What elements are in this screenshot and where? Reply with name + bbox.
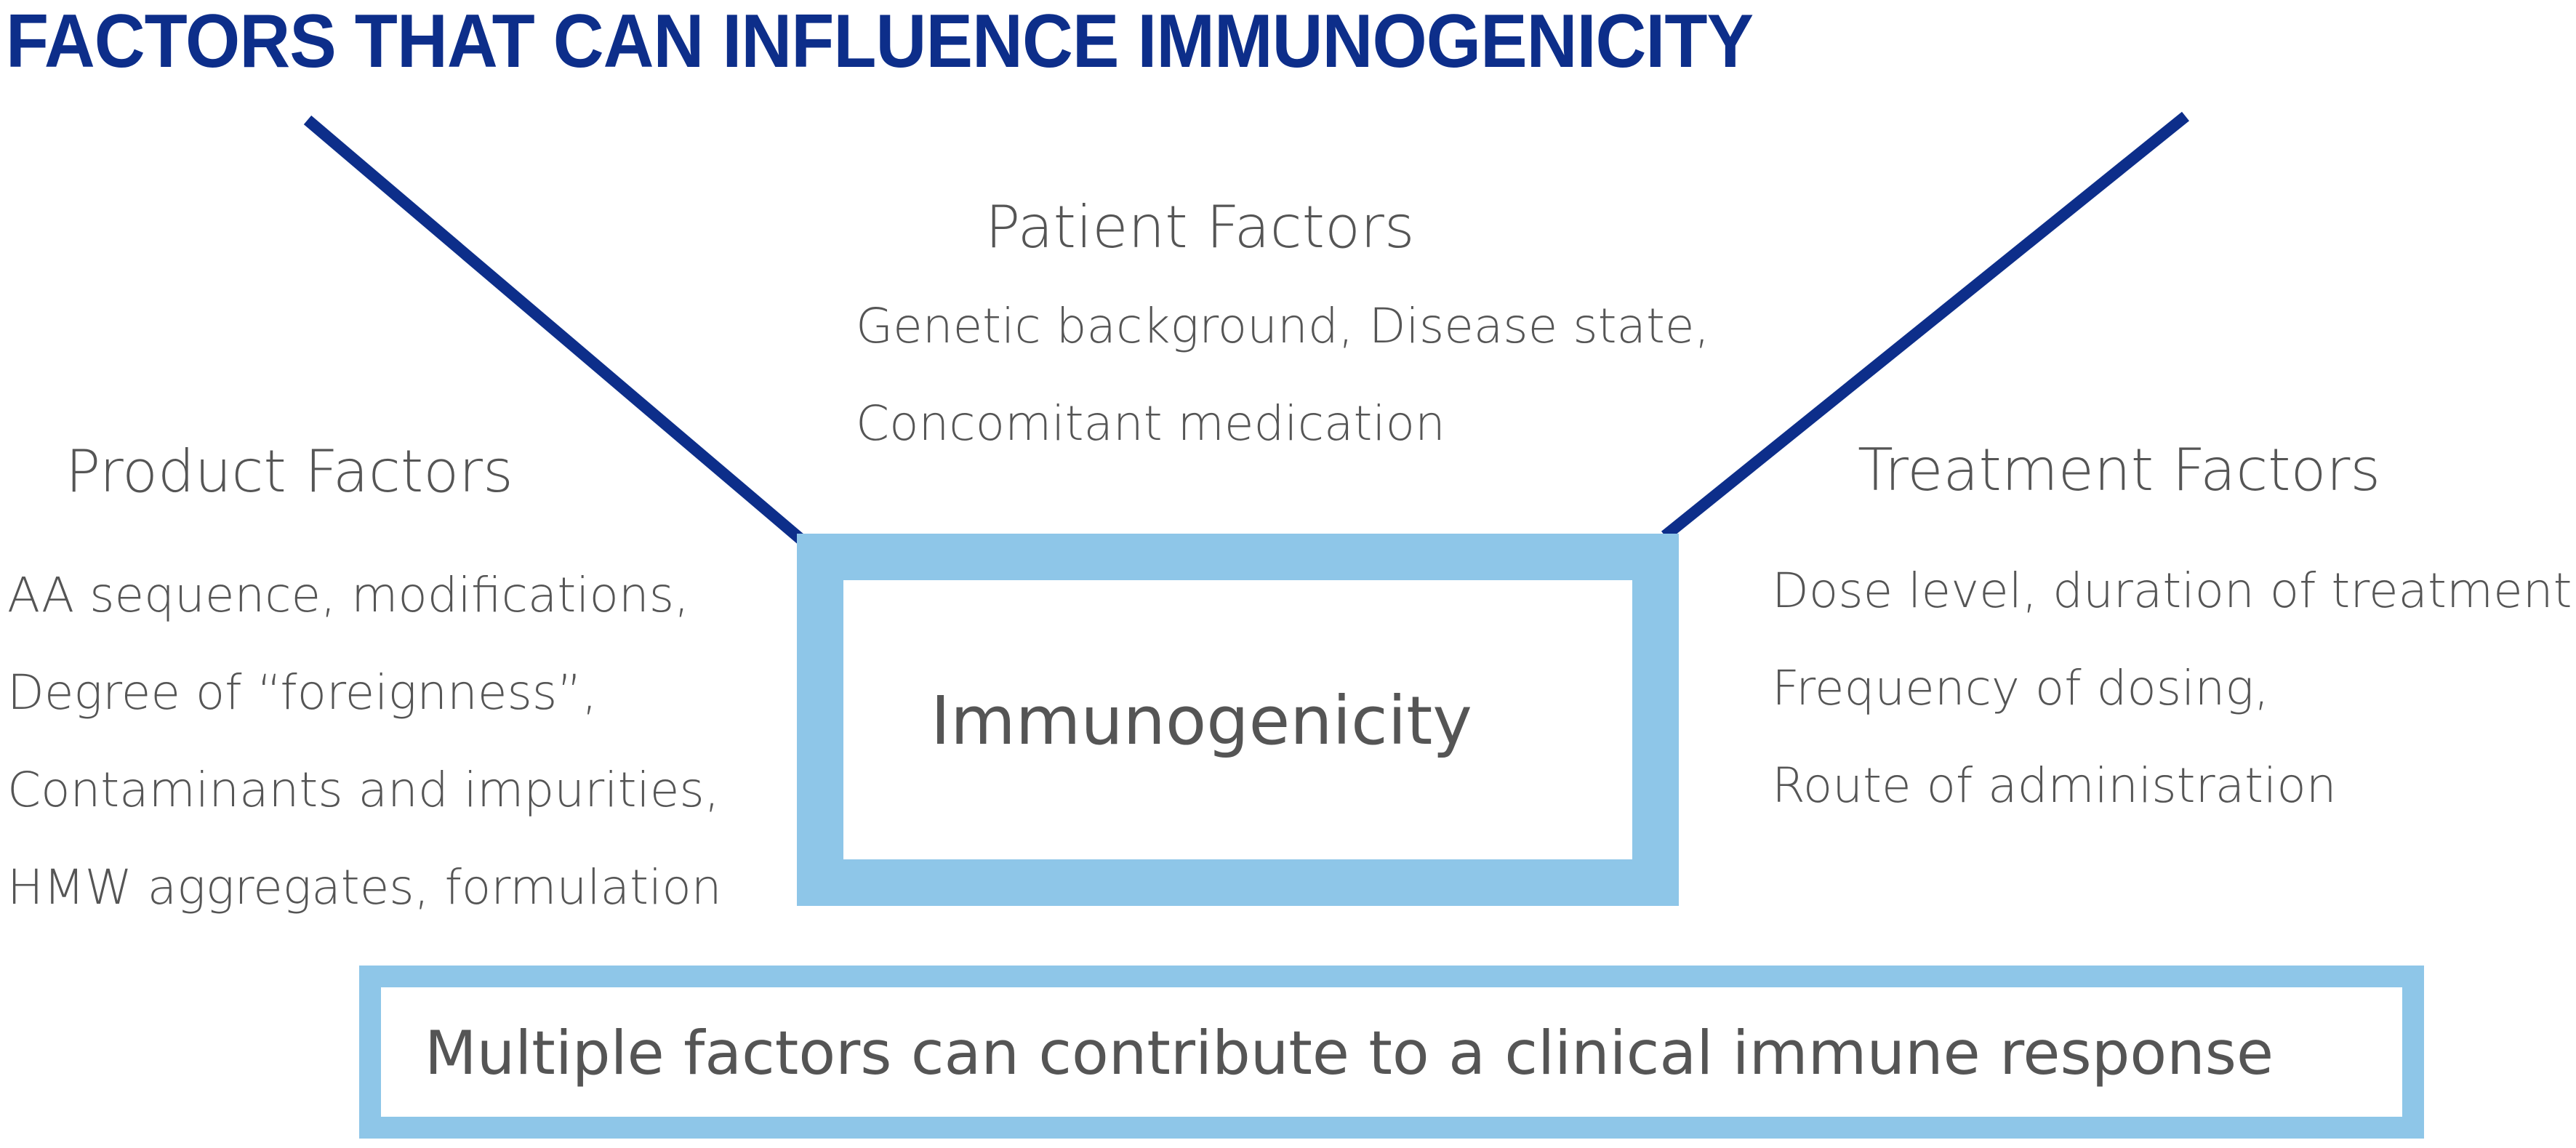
treatment-factors-list: Dose level, duration of treatment, Frequ… bbox=[1772, 542, 2576, 835]
patient-factors-list: Genetic background, Disease state, Conco… bbox=[856, 278, 1709, 473]
left-connector-line bbox=[303, 115, 806, 545]
treatment-factors-group: Treatment Factors bbox=[1858, 438, 2380, 503]
product-factors-list: AA sequence, modifications, Degree of “f… bbox=[7, 547, 722, 936]
treatment-factor-item: Dose level, duration of treatment, bbox=[1772, 563, 2576, 619]
patient-factors-group: Patient Factors bbox=[985, 195, 1415, 260]
product-factors-group: Product Factors bbox=[65, 439, 513, 505]
patient-factor-item: Genetic background, Disease state, bbox=[856, 298, 1710, 354]
patient-factor-item: Concomitant medication bbox=[856, 396, 1445, 451]
product-factor-item: Degree of “foreignness”, bbox=[7, 665, 598, 720]
product-factor-item: HMW aggregates, formulation bbox=[7, 859, 722, 915]
treatment-factor-item: Frequency of dosing, bbox=[1772, 660, 2269, 716]
product-factor-item: AA sequence, modifications, bbox=[7, 567, 690, 623]
immunogenicity-label: Immunogenicity bbox=[931, 682, 1472, 760]
right-connector-line bbox=[1661, 111, 2190, 541]
immunogenicity-box bbox=[797, 534, 1679, 906]
patient-factors-heading: Patient Factors bbox=[985, 193, 1415, 261]
treatment-factor-item: Route of administration bbox=[1772, 758, 2337, 814]
page-title: FACTORS THAT CAN INFLUENCE IMMUNOGENICIT… bbox=[6, 0, 1754, 84]
summary-box bbox=[359, 966, 2424, 1139]
product-factor-item: Contaminants and impurities, bbox=[7, 762, 720, 818]
product-factors-heading: Product Factors bbox=[65, 438, 513, 505]
treatment-factors-heading: Treatment Factors bbox=[1858, 436, 2381, 504]
summary-label: Multiple factors can contribute to a cli… bbox=[425, 1018, 2274, 1088]
